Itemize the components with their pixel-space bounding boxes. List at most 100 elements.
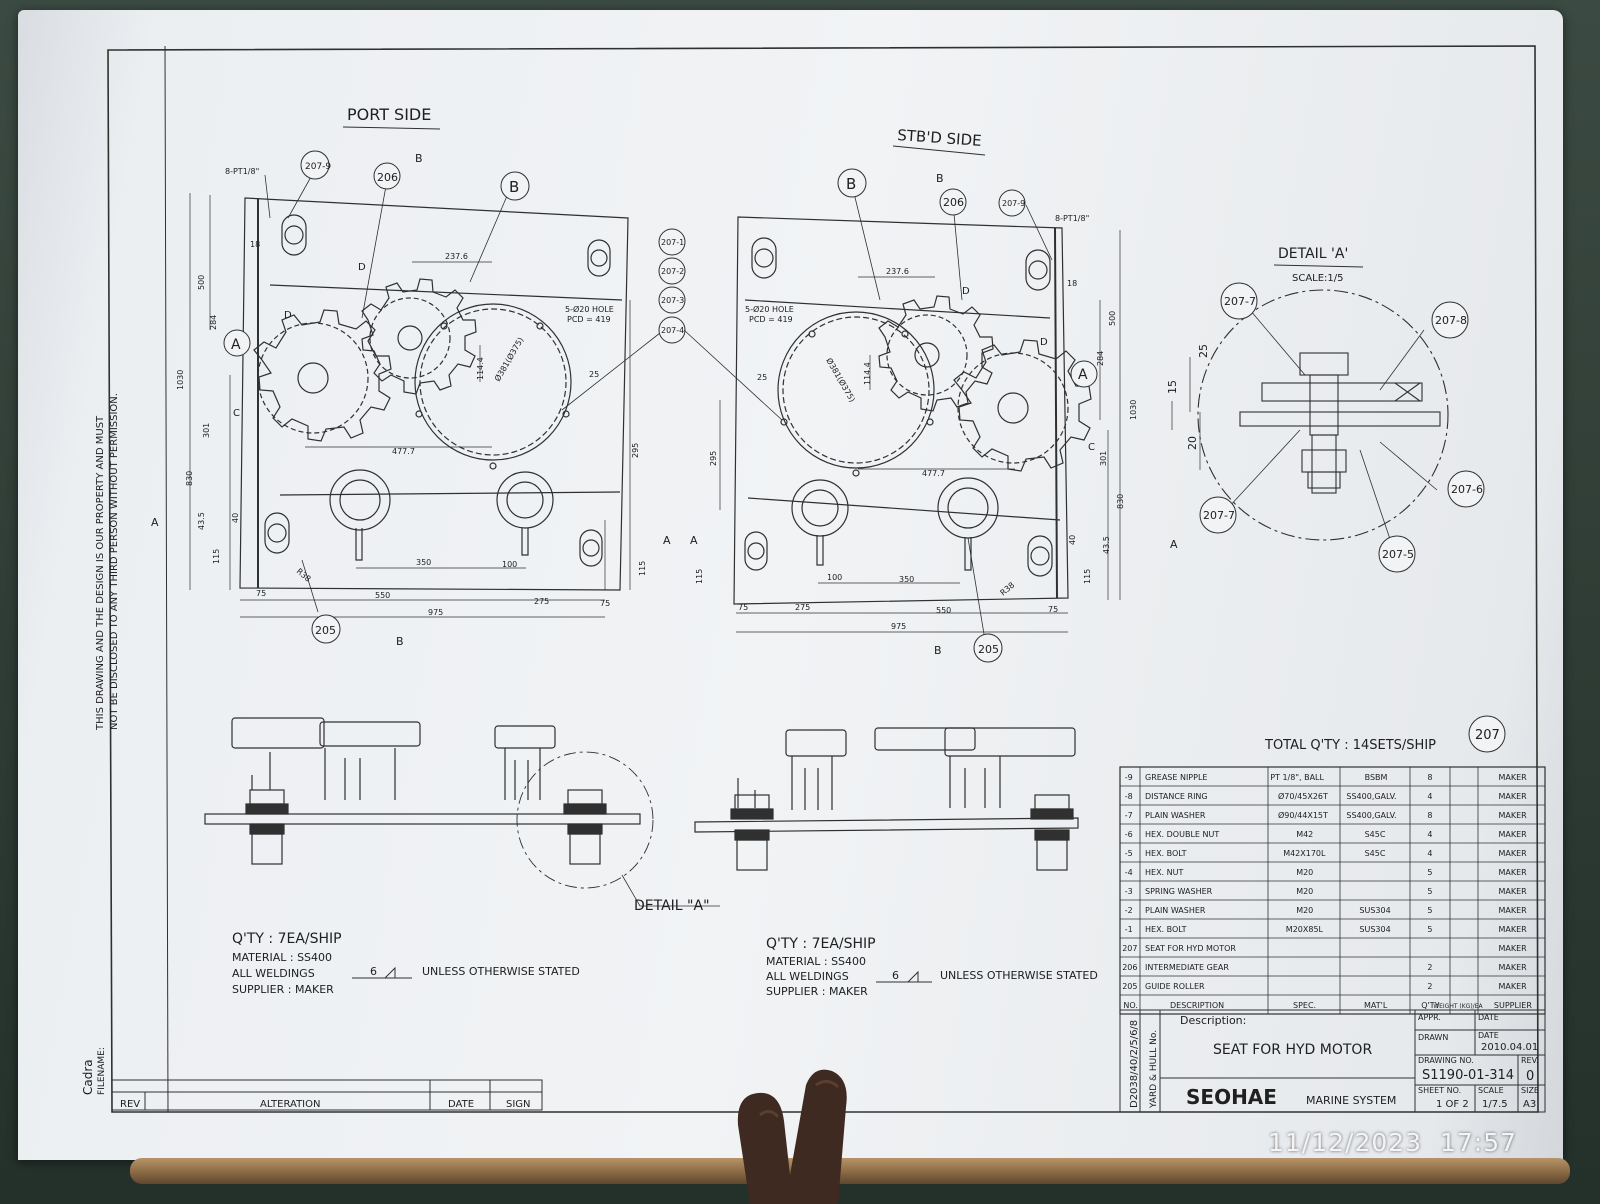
total-qty: TOTAL Q'TY : 14SETS/SHIP — [1264, 738, 1436, 753]
yard-hull-label: YARD & HULL No. — [1149, 1030, 1159, 1109]
bom-cell: 2 — [1427, 963, 1432, 972]
port-balloons — [223, 150, 530, 644]
bom-header: SUPPLIER — [1494, 1001, 1532, 1010]
port-dim-115-right: 115 — [638, 561, 647, 576]
sheet-no-value: 1 OF 2 — [1436, 1099, 1469, 1110]
balloon-207-4-label: 207-4 — [661, 326, 684, 335]
bom-cell: M20 — [1296, 868, 1313, 877]
port-balloon-a-label: A — [231, 337, 241, 353]
bom-cell: PLAIN WASHER — [1145, 811, 1206, 820]
rev-strip-sign: SIGN — [506, 1099, 531, 1110]
bom-cell: MAKER — [1499, 849, 1528, 858]
stbd-dim-550: 550 — [936, 606, 951, 615]
notes-right-supplier: SUPPLIER : MAKER — [766, 985, 868, 998]
notes-right-weld-note: UNLESS OTHERWISE STATED — [940, 969, 1098, 982]
port-dim-75-left: 75 — [256, 589, 266, 598]
port-pcd-callout: PCD = 419 — [567, 315, 611, 324]
detail-dim-20: 20 — [1186, 436, 1199, 450]
stbd-dim-115: 115 — [1083, 569, 1092, 584]
bom-cell: 8 — [1427, 811, 1432, 820]
bom-cell: GUIDE ROLLER — [1145, 982, 1205, 991]
bom-cell: -7 — [1125, 811, 1133, 820]
port-side-title: PORT SIDE — [347, 105, 431, 124]
hand-photo-artifact — [737, 1069, 847, 1204]
stbd-section-b-bottom: B — [934, 644, 942, 657]
bom-cell: BSBM — [1365, 773, 1388, 782]
detail-dim-25: 25 — [1197, 344, 1210, 358]
filename-value: Cadra — [81, 1059, 95, 1095]
port-dim-550: 550 — [375, 591, 390, 600]
bom-cell: M42X170L — [1283, 849, 1326, 858]
bom-cell: HEX. BOLT — [1145, 849, 1187, 858]
date-value: 2010.04.01 — [1481, 1042, 1538, 1053]
stbd-balloon-b — [837, 168, 867, 198]
port-dim-477-7: 477.7 — [392, 447, 415, 456]
stbd-balloon-b-label: B — [846, 175, 856, 193]
bom-cell: M42 — [1296, 830, 1313, 839]
drawn-label: DRAWN — [1418, 1033, 1448, 1042]
notes-left-material: MATERIAL : SS400 — [232, 951, 332, 964]
stbd-balloons — [837, 168, 1098, 663]
port-dim-275: 275 — [534, 597, 549, 606]
stbd-side-title: STB'D SIDE — [897, 126, 982, 150]
detail-a-callout: DETAIL "A" — [634, 898, 710, 914]
revision-strip — [111, 1079, 543, 1111]
appr-label: APPR. — [1418, 1013, 1441, 1022]
date-label-top: DATE — [1478, 1013, 1499, 1022]
bom-cell: MAKER — [1499, 963, 1528, 972]
notes-right-material: MATERIAL : SS400 — [766, 955, 866, 968]
stbd-dim-75-right: 75 — [1048, 605, 1058, 614]
rev-strip-alteration: ALTERATION — [260, 1099, 320, 1110]
stbd-section-a-right: A — [1170, 538, 1178, 551]
bom-cell: 2 — [1427, 982, 1432, 991]
bom-cell: M20 — [1296, 887, 1313, 896]
stbd-hole-callout: 5-Ø20 HOLE — [745, 304, 794, 314]
rev-strip-rev: REV — [120, 1099, 140, 1110]
bom-cell: HEX. DOUBLE NUT — [1145, 830, 1219, 839]
port-section-a-left: A — [151, 516, 159, 529]
port-dim-25: 25 — [589, 370, 599, 379]
port-elevation-view — [204, 717, 720, 907]
bom-cell: -6 — [1125, 830, 1133, 839]
stbd-section-d-top: D — [962, 286, 970, 297]
bom-cell: 5 — [1427, 887, 1432, 896]
bom-cell: -8 — [1125, 792, 1133, 801]
bom-cell: MAKER — [1499, 792, 1528, 801]
bom-cell: PLAIN WASHER — [1145, 906, 1206, 915]
port-section-c: C — [233, 408, 240, 419]
bom-cell: SUS304 — [1359, 925, 1390, 934]
bom-cell: MAKER — [1499, 982, 1528, 991]
detail-a-view — [1171, 289, 1449, 546]
detail-balloon-207-8: 207-8 — [1435, 314, 1467, 327]
port-balloon-b-label: B — [509, 178, 519, 196]
stbd-balloon-207-9 — [998, 189, 1026, 217]
bom-cell: GREASE NIPPLE — [1145, 773, 1207, 782]
bom-cell: DISTANCE RING — [1145, 792, 1208, 801]
notes-left-weldings: ALL WELDINGS — [232, 967, 315, 980]
stbd-dim-237-6: 237.6 — [886, 267, 909, 276]
description-label: Description: — [1180, 1014, 1246, 1027]
port-dim-115: 115 — [212, 549, 221, 564]
stbd-dim-350: 350 — [899, 575, 914, 584]
balloon-206 — [373, 162, 401, 190]
bom-cell: INTERMEDIATE GEAR — [1145, 963, 1229, 972]
filename-label: FILENAME: — [97, 1047, 107, 1095]
bom-cell: MAKER — [1499, 811, 1528, 820]
bom-header: Q'TY — [1421, 1001, 1439, 1010]
stbd-balloon-207-9-label: 207-9 — [1002, 199, 1025, 208]
stbd-dim-500: 500 — [1108, 311, 1117, 326]
bom-cell: M20X85L — [1286, 925, 1324, 934]
bom-cell: MAKER — [1499, 773, 1528, 782]
bom-header: WEIGHT (KG)/EA — [1433, 1003, 1483, 1010]
bom-cell: SPRING WASHER — [1145, 887, 1213, 896]
port-section-b-bottom: B — [396, 635, 404, 648]
filename-block: Cadra FILENAME: — [81, 1047, 107, 1095]
port-side-view — [189, 174, 661, 618]
binder-rod — [130, 1158, 1570, 1184]
bom-cell: HEX. NUT — [1145, 868, 1183, 877]
stbd-balloon-205 — [973, 633, 1003, 663]
notes-left-weld-note: UNLESS OTHERWISE STATED — [422, 965, 580, 978]
bom-header: SPEC. — [1293, 1001, 1316, 1010]
bom-cell: 205 — [1122, 982, 1137, 991]
